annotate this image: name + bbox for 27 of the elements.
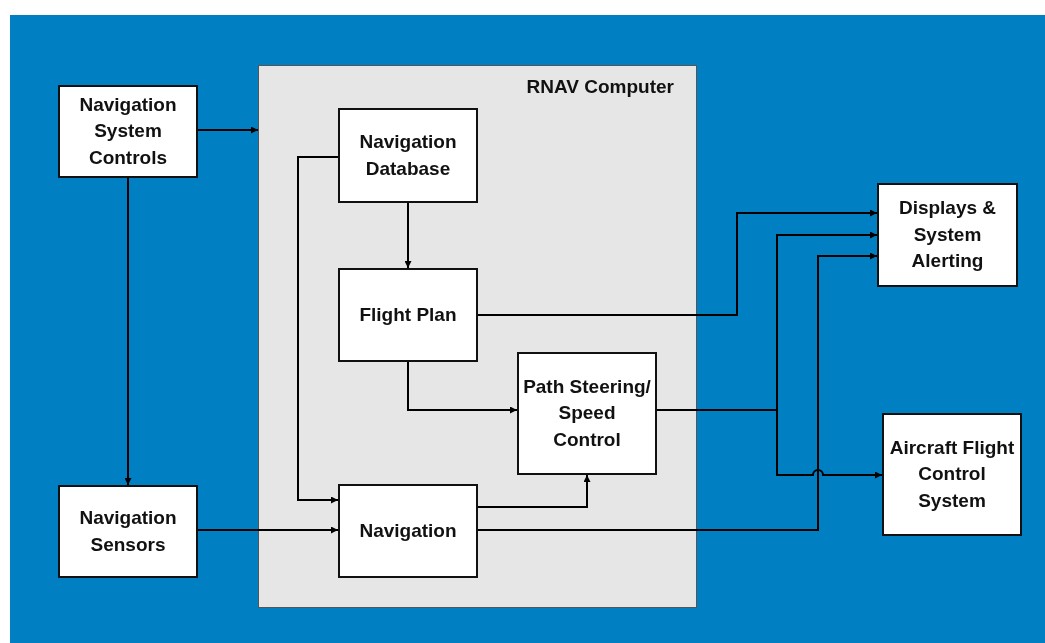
process-box [338, 268, 478, 362]
arrow [404, 202, 412, 269]
panel-title: RNAV Computer [526, 75, 674, 99]
box-label: Path Steering/ Speed Control [523, 374, 651, 452]
box-label: Aircraft Flight Control System [888, 435, 1016, 513]
arrow [477, 474, 591, 508]
arrow [197, 526, 339, 534]
box-label: Navigation Sensors [78, 505, 178, 557]
computer-panel [258, 65, 697, 608]
arrow [197, 126, 259, 134]
box-label: Displays & System Alerting [897, 196, 998, 274]
process-box [877, 183, 1018, 287]
arrow [124, 177, 132, 486]
box-label: Flight Plan [359, 302, 457, 327]
box-label: Navigation Database [358, 129, 458, 181]
process-box [882, 413, 1022, 536]
arrow [297, 156, 339, 504]
process-box [58, 485, 198, 578]
process-box [517, 352, 657, 475]
arrow [477, 252, 878, 531]
arrow [407, 361, 518, 414]
arrow [477, 209, 878, 316]
process-box [58, 85, 198, 178]
box-label: Navigation System Controls [78, 92, 178, 170]
process-box [338, 484, 478, 578]
process-box [338, 108, 478, 203]
box-label: Navigation [359, 518, 457, 543]
